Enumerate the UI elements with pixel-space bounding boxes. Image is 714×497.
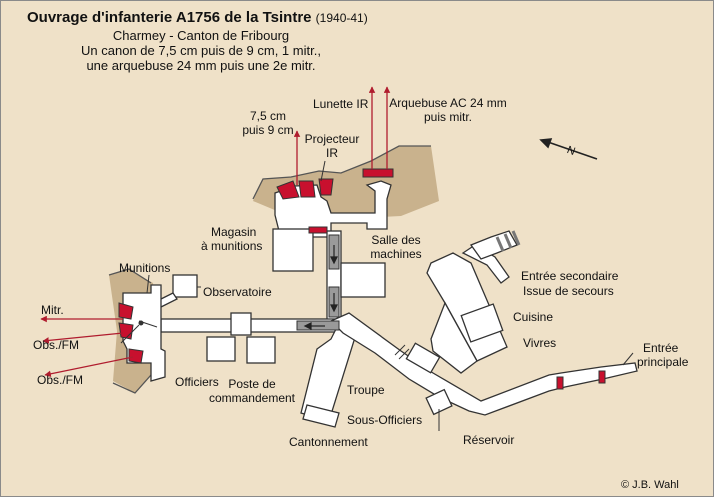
salle-machines-room — [340, 262, 386, 298]
label-vivres: Vivres — [523, 336, 557, 350]
embrasure-entry-1 — [556, 376, 564, 390]
label-cantonnement: Cantonnement — [289, 435, 368, 449]
label-canon-2: puis 9 cm — [242, 123, 294, 137]
label-entree-secondaire: Entrée secondaire — [521, 269, 619, 283]
embrasure-corridor — [308, 226, 328, 234]
label-projecteur-2: IR — [326, 146, 338, 160]
embrasure-lunette — [318, 178, 334, 196]
fire-arrows — [40, 86, 391, 378]
secondary-entry-hatching — [495, 230, 521, 252]
label-sous-officiers: Sous-Officiers — [347, 413, 423, 427]
label-reservoir: Réservoir — [463, 433, 515, 447]
label-salle-2: machines — [370, 247, 422, 261]
label-lunette: Lunette IR — [313, 97, 369, 111]
arrow-obs-2 — [44, 356, 134, 378]
subtitle-armament-2: une arquebuse 24 mm puis une 2e mitr. — [86, 58, 316, 73]
subtitle-armament-1: Un canon de 7,5 cm puis de 9 cm, 1 mitr.… — [81, 43, 321, 58]
label-canon-1: 7,5 cm — [249, 109, 286, 123]
plan-years: (1940-41) — [315, 11, 368, 25]
embrasures — [118, 168, 606, 390]
north-arrow — [539, 138, 598, 160]
plan-title: Ouvrage d'infanterie A1756 de la Tsintre… — [27, 9, 368, 26]
poste-room — [246, 336, 276, 364]
interior-marks — [120, 320, 410, 360]
terrain-ridge-line — [252, 145, 431, 200]
label-arquebuse-1: Arquebuse AC 24 mm — [389, 96, 507, 110]
embrasure-obs-1 — [118, 322, 134, 340]
terrain-cliff-line — [108, 268, 152, 284]
label-entree-2: principale — [637, 355, 689, 369]
side-room — [405, 342, 441, 374]
corridor-arrows — [303, 245, 338, 330]
sous-officiers-room — [302, 404, 340, 428]
cuisine-room — [460, 303, 504, 343]
magasin-room — [272, 228, 314, 272]
label-observatoire: Observatoire — [203, 285, 272, 299]
label-obs-fm-1: Obs./FM — [33, 338, 80, 352]
embrasure-entry-2 — [598, 370, 606, 384]
label-poste-1: Poste de — [228, 377, 276, 391]
embrasure-arquebuse — [362, 168, 394, 178]
subtitle-location: Charmey - Canton de Fribourg — [112, 28, 290, 43]
label-troupe: Troupe — [347, 383, 385, 397]
label-arquebuse-2: puis mitr. — [423, 110, 472, 124]
label-entree-1: Entrée — [643, 341, 679, 355]
label-issue-secours: Issue de secours — [523, 284, 614, 298]
arrow-obs-1 — [42, 332, 124, 344]
kitchen-link — [430, 301, 478, 374]
label-projecteur-1: Projecteur — [304, 132, 360, 146]
embrasure-projecteur — [298, 180, 316, 198]
embrasure-canon — [276, 180, 300, 200]
label-magasin-1: Magasin — [211, 225, 257, 239]
label-obs-fm-2: Obs./FM — [37, 373, 84, 387]
label-poste-2: commandement — [208, 391, 296, 405]
label-cuisine: Cuisine — [513, 310, 554, 324]
reservoir-room — [425, 388, 453, 416]
label-magasin-2: à munitions — [201, 239, 263, 253]
label-mitr: Mitr. — [41, 303, 64, 317]
label-munitions: Munitions — [119, 261, 171, 275]
observatoire-room — [172, 274, 198, 298]
copyright: © J.B. Wahl — [621, 479, 679, 491]
label-officiers: Officiers — [175, 375, 219, 389]
embrasure-obs-2 — [128, 348, 144, 364]
diagonal-corridor — [329, 312, 638, 416]
embrasure-mitr — [118, 302, 134, 320]
officiers-room — [206, 336, 236, 362]
pointer-lines — [146, 160, 634, 431]
terrain-cliff-line-low — [112, 374, 152, 394]
corridor-chamber — [230, 312, 252, 336]
label-salle-1: Salle des — [371, 233, 421, 247]
